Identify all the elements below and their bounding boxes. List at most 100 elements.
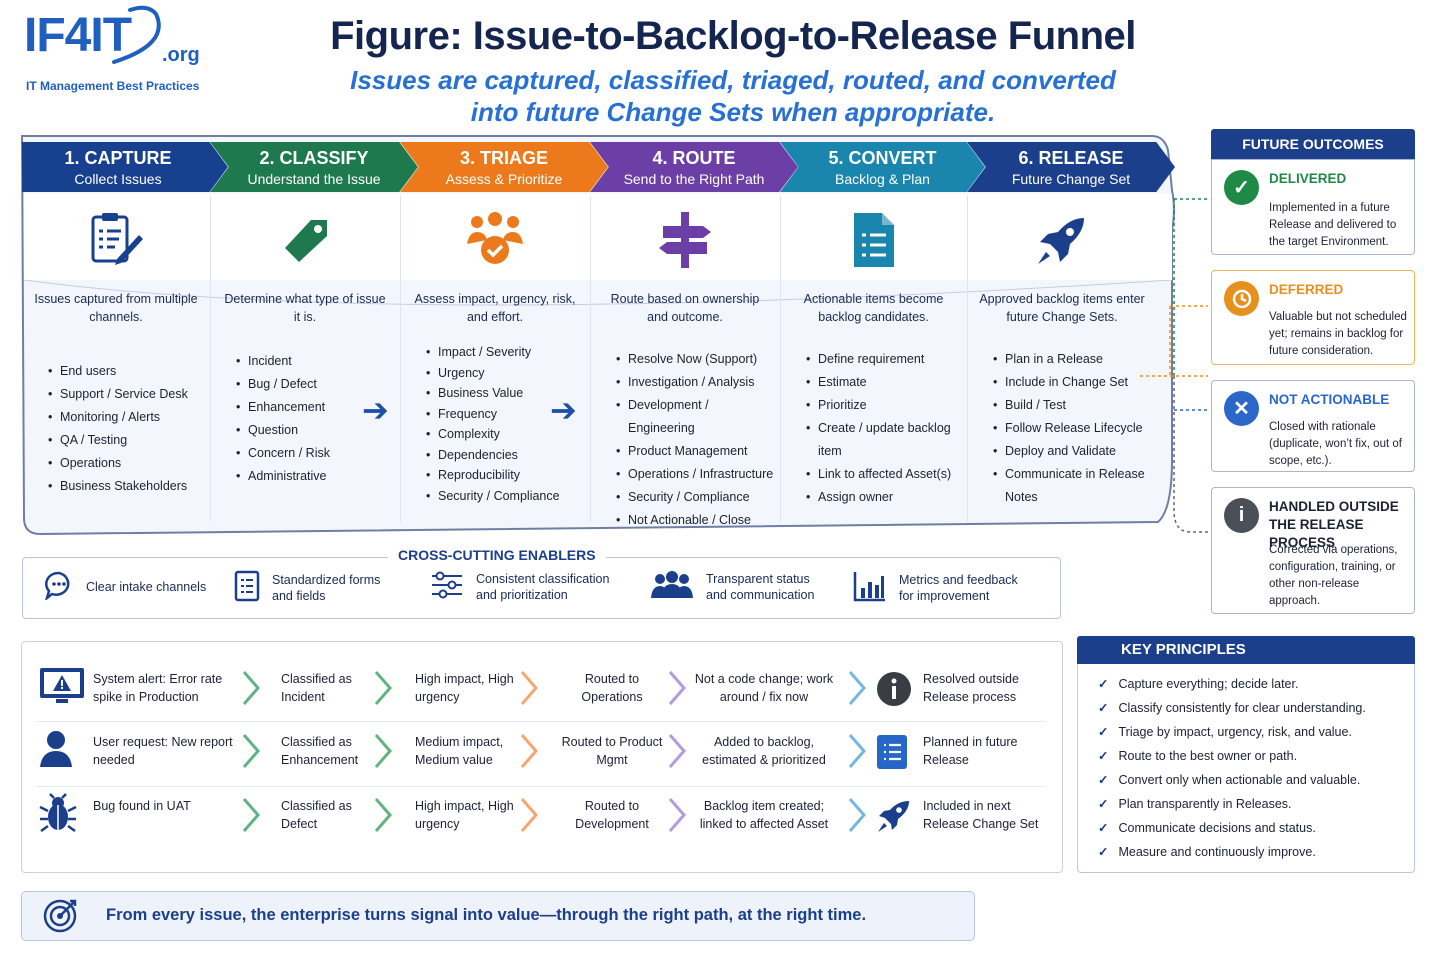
stage-list-item: Follow Release Lifecycle bbox=[993, 417, 1151, 440]
logo-tagline: IT Management Best Practices bbox=[26, 79, 200, 93]
form-icon bbox=[234, 570, 272, 606]
chevron-right-icon bbox=[372, 668, 396, 708]
sliders-icon bbox=[430, 570, 476, 604]
stage-list-item: Prioritize bbox=[806, 394, 961, 417]
example-cell: Planned in future Release bbox=[923, 735, 1018, 767]
signpost-icon bbox=[590, 204, 780, 276]
chevron-right-icon bbox=[240, 668, 264, 708]
example-cell: Classified as Enhancement bbox=[281, 735, 359, 767]
stage-list-item: Operations bbox=[48, 452, 204, 475]
chevron-right-icon bbox=[846, 668, 870, 708]
example-cell: Included in next Release Change Set bbox=[923, 799, 1039, 831]
stage-list-item: End users bbox=[48, 360, 204, 383]
flow-arrow-icon: ➔ bbox=[362, 392, 389, 428]
principle-text: Communicate decisions and status. bbox=[1118, 821, 1316, 835]
column-divider bbox=[210, 196, 211, 522]
column-divider bbox=[590, 196, 591, 522]
stage-list-item: Link to affected Asset(s) bbox=[806, 463, 961, 486]
chevron-right-icon bbox=[518, 668, 542, 708]
chevron-right-icon bbox=[846, 731, 870, 771]
principle-text: Triage by impact, urgency, risk, and val… bbox=[1118, 725, 1352, 739]
principle-item: ✓Measure and continuously improve. bbox=[1098, 844, 1316, 859]
example-cell: Classified as Incident bbox=[281, 672, 352, 704]
stage-list: End usersSupport / Service DeskMonitorin… bbox=[48, 360, 204, 498]
outcome-body: Closed with rationale (duplicate, won’t … bbox=[1269, 421, 1402, 467]
info-icon: i bbox=[1224, 498, 1259, 533]
stage-list-item: Assign owner bbox=[806, 486, 961, 509]
stage-list-item: Support / Service Desk bbox=[48, 383, 204, 406]
stage-list-item: Investigation / Analysis bbox=[616, 371, 774, 394]
example-cell: Not a code change; work around / fix now bbox=[694, 672, 834, 704]
key-principles-title: KEY PRINCIPLES bbox=[1077, 636, 1415, 664]
checkmark-icon: ✓ bbox=[1224, 170, 1259, 205]
principle-text: Classify consistently for clear understa… bbox=[1118, 701, 1366, 715]
principle-item: ✓Route to the best owner or path. bbox=[1098, 748, 1297, 763]
check-icon: ✓ bbox=[1098, 749, 1109, 763]
stage-list-item: Plan in a Release bbox=[993, 348, 1151, 371]
document-list-icon bbox=[876, 734, 908, 775]
example-cell: Resolved outside Release process bbox=[923, 672, 1019, 704]
stage-list-item: Dependencies bbox=[426, 445, 584, 466]
principle-text: Plan transparently in Releases. bbox=[1118, 797, 1292, 811]
example-cell: Routed to Product Mgmt bbox=[561, 735, 663, 767]
principle-item: ✓Convert only when actionable and valuab… bbox=[1098, 772, 1360, 787]
logo-swoosh-icon bbox=[112, 5, 161, 64]
outcome-heading: DEFERRED bbox=[1269, 282, 1344, 297]
page-subtitle: Issues are captured, classified, triaged… bbox=[240, 64, 1226, 128]
chat-bubble-icon bbox=[44, 570, 86, 604]
bug-icon bbox=[38, 793, 78, 838]
check-icon: ✓ bbox=[1098, 797, 1109, 811]
stage-description: Assess impact, urgency, risk, and effort… bbox=[414, 292, 576, 324]
row-divider bbox=[36, 721, 1046, 722]
check-icon: ✓ bbox=[1098, 725, 1109, 739]
bar-chart-icon bbox=[853, 570, 899, 606]
example-cell: Routed to Development bbox=[575, 799, 649, 831]
row-divider bbox=[36, 786, 1046, 787]
page-title: Figure: Issue-to-Backlog-to-Release Funn… bbox=[330, 14, 1136, 58]
chevron-right-icon bbox=[666, 668, 690, 708]
example-cell: System alert: Error rate spike in Produc… bbox=[93, 672, 223, 704]
chevron-right-icon bbox=[518, 795, 542, 835]
outcome-card-deferred: DEFERRED Valuable but not scheduled yet;… bbox=[1211, 270, 1415, 365]
stage-description: Route based on ownership and outcome. bbox=[610, 292, 760, 324]
stage-title: 6. RELEASE bbox=[1018, 148, 1124, 168]
document-list-icon bbox=[780, 204, 967, 276]
info-icon bbox=[876, 671, 912, 712]
stage-list-item: Administrative bbox=[236, 465, 394, 488]
outcome-heading: NOT ACTIONABLE bbox=[1269, 392, 1390, 407]
principle-item: ✓Communicate decisions and status. bbox=[1098, 820, 1316, 835]
stage-column-1: Issues captured from multiple channels. … bbox=[22, 196, 210, 522]
outcome-body: Valuable but not scheduled yet; remains … bbox=[1269, 311, 1407, 357]
column-divider bbox=[400, 196, 401, 522]
example-cell: High impact, High urgency bbox=[415, 799, 514, 831]
chevron-right-icon bbox=[372, 795, 396, 835]
example-cell: Routed to Operations bbox=[581, 672, 643, 704]
stage-title: 1. CAPTURE bbox=[64, 148, 172, 168]
future-outcomes-title: FUTURE OUTCOMES bbox=[1211, 129, 1415, 159]
stage-list-item: Create / update backlog item bbox=[806, 417, 961, 463]
principle-text: Convert only when actionable and valuabl… bbox=[1118, 773, 1361, 787]
stage-description: Determine what type of issue it is. bbox=[224, 292, 386, 324]
people-icon bbox=[650, 570, 706, 604]
stage-column-6: Approved backlog items enter future Chan… bbox=[967, 196, 1157, 522]
stage-column-5: Actionable items become backlog candidat… bbox=[780, 196, 967, 522]
stage-list-item: Estimate bbox=[806, 371, 961, 394]
team-check-icon bbox=[400, 204, 590, 276]
chevron-right-icon bbox=[666, 795, 690, 835]
monitor-alert-icon bbox=[38, 666, 86, 711]
stage-list: IncidentBug / DefectEnhancementQuestionC… bbox=[236, 350, 394, 488]
principle-text: Measure and continuously improve. bbox=[1118, 845, 1316, 859]
stage-list-item: Build / Test bbox=[993, 394, 1151, 417]
chevron-right-icon bbox=[666, 731, 690, 771]
stage-column-2: Determine what type of issue it is. Inci… bbox=[210, 196, 400, 522]
logo-org: .org bbox=[162, 44, 200, 66]
